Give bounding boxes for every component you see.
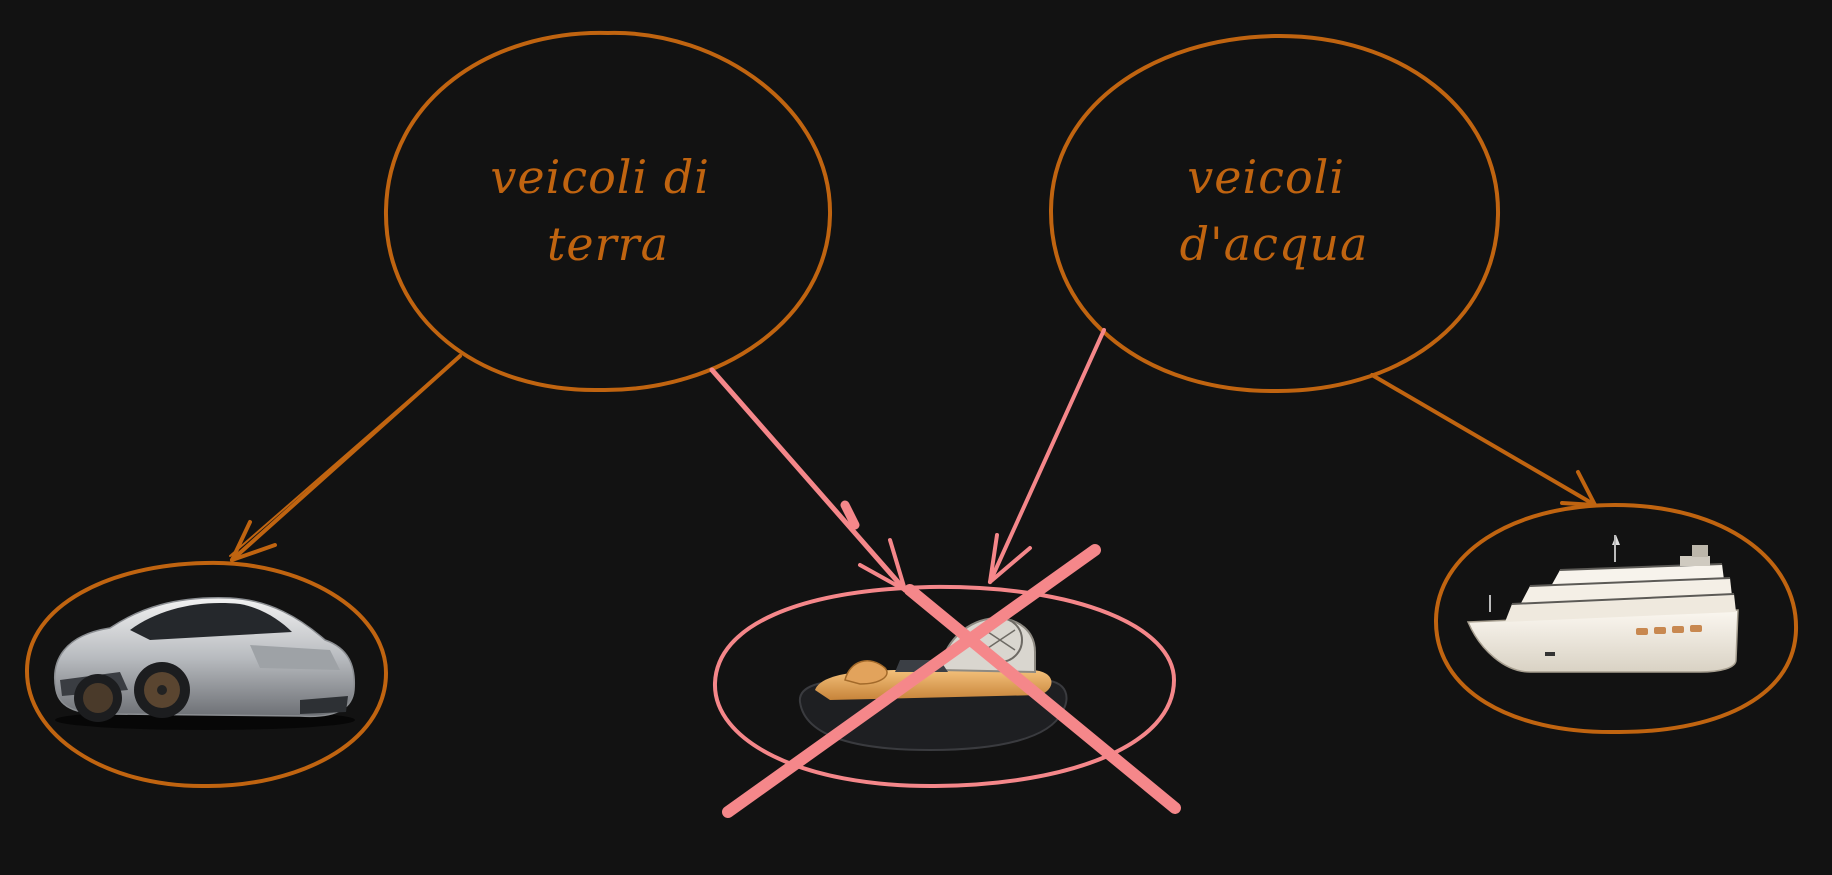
hovercraft-ellipse bbox=[712, 584, 1177, 789]
ship-ellipse bbox=[1433, 502, 1799, 735]
hovercraft-icon bbox=[798, 616, 1068, 752]
arrow-water-to-hovercraft bbox=[988, 328, 1106, 584]
water-vehicles-ellipse bbox=[1048, 33, 1501, 394]
car-example bbox=[24, 560, 389, 789]
water-vehicles-label-line2: d'acqua bbox=[1180, 217, 1369, 271]
hovercraft-example bbox=[712, 544, 1181, 818]
land-vehicles-label-line2: terra bbox=[547, 217, 669, 271]
water-vehicles-node: veicoli d'acqua bbox=[1048, 33, 1501, 394]
land-vehicles-node: veicoli di terra bbox=[383, 30, 833, 393]
arrow-water-to-ship bbox=[1370, 373, 1597, 507]
arrow-land-to-hovercraft bbox=[709, 367, 908, 593]
water-vehicles-label: veicoli d'acqua bbox=[1180, 150, 1369, 271]
rejection-cross bbox=[722, 544, 1181, 818]
land-vehicles-label-line1: veicoli di bbox=[490, 150, 710, 204]
sports-car-icon bbox=[54, 597, 356, 730]
land-vehicles-label: veicoli di terra bbox=[490, 150, 725, 271]
water-vehicles-label-line1: veicoli bbox=[1187, 150, 1345, 204]
car-ellipse bbox=[24, 560, 389, 789]
cruise-ship-icon bbox=[1466, 535, 1739, 673]
ship-example bbox=[1433, 502, 1799, 735]
arrow-land-to-car bbox=[229, 354, 462, 562]
land-vehicles-ellipse bbox=[383, 30, 833, 393]
